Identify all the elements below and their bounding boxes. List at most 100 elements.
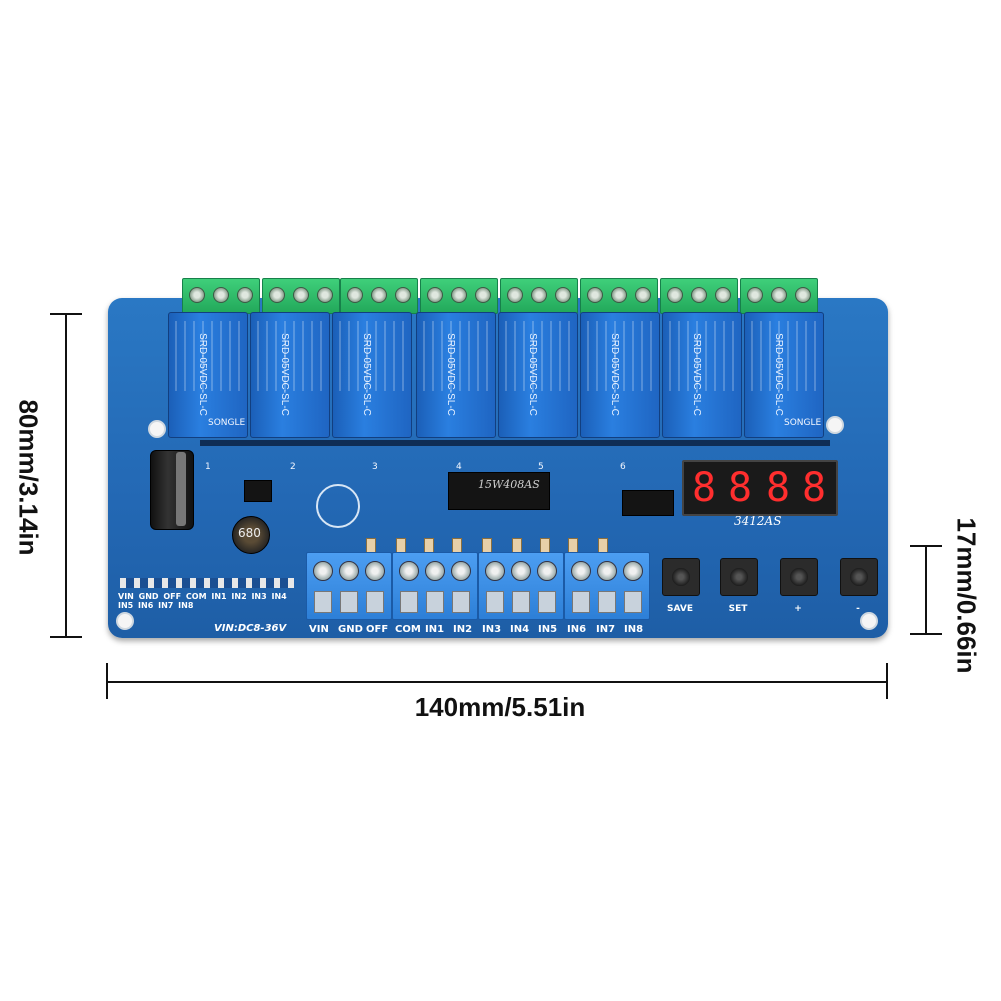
input-terminal-block-com [392,552,478,620]
depth-dimension-bottom-tick [910,633,942,635]
depth-dimension-line [925,545,927,635]
height-dimension-line [65,313,67,638]
width-dimension-right-tick [886,663,888,699]
output-terminal-8 [740,278,818,314]
relay-brand-8: SONGLE [784,418,822,428]
pin-label-in8: IN8 [624,624,644,635]
transistor-row [200,440,830,446]
mcu-label: 15W408AS [478,478,540,491]
plus-button-label: + [794,604,802,614]
output-terminal-2 [262,278,340,314]
header-pin-in7: IN7 [158,601,174,610]
relay-6: SRD-05VDC-SL-C [580,312,660,438]
header-pin-in5: IN5 [118,601,134,610]
relay-2: SRD-05VDC-SL-C [250,312,330,438]
display-digit-1: 8 [691,465,717,511]
input-voltage-label: VIN:DC8-36V [214,623,287,634]
header-pin-in1: IN1 [211,592,227,601]
pin-label-in6: IN6 [567,624,587,635]
header-pin-com: COM [185,592,207,601]
relay-3-label: SRD-05VDC-SL-C [360,333,372,416]
output-terminal-7 [660,278,738,314]
pin-label-gnd: GND [338,624,363,635]
relay-7-label: SRD-05VDC-SL-C [690,333,702,416]
relay-number-1: 1 [205,462,211,472]
output-terminal-5 [500,278,578,314]
relay-number-6: 6 [620,462,626,472]
inductor-label: 680 [238,526,261,540]
pin-label-in4: IN4 [510,624,530,635]
pin-label-in3: IN3 [482,624,502,635]
relay-brand-1: SONGLE [208,418,246,428]
electrolytic-capacitor [150,450,194,530]
capacitor-stripe [176,452,186,526]
relay-1: SRD-05VDC-SL-C [168,312,248,438]
output-terminal-4 [420,278,498,314]
input-terminal-block-in6-8 [564,552,650,620]
save-button-label: SAVE [667,604,693,614]
mcu-chip [448,472,550,510]
output-terminal-1 [182,278,260,314]
height-dimension-bottom-tick [50,636,82,638]
relay-number-3: 3 [372,462,378,472]
relay-number-5: 5 [538,462,544,472]
display-model-label: 3412AS [734,514,782,528]
header-pin-off: OFF [163,592,182,601]
relay-3: SRD-05VDC-SL-C [332,312,412,438]
header-pin-in3: IN3 [251,592,267,601]
pin-label-off: OFF [366,624,389,635]
relay-1-label: SRD-05VDC-SL-C [196,333,208,416]
relay-5-label: SRD-05VDC-SL-C [526,333,538,416]
input-terminal-block-power [306,552,392,620]
header-pin-in6: IN6 [138,601,154,610]
pin-label-com: COM [395,624,421,635]
mounting-hole-bottom-left [116,612,134,630]
relay-4: SRD-05VDC-SL-C [416,312,496,438]
relay-8-label: SRD-05VDC-SL-C [772,333,784,416]
header-pin-gnd: GND [138,592,159,601]
depth-dimension-label: 17mm/0.66in [951,517,982,674]
header-pin-in2: IN2 [231,592,247,601]
display-digit-4: 8 [801,465,827,511]
seven-segment-display: 8 8 8 8 [682,460,838,516]
pin-label-in5: IN5 [538,624,558,635]
minus-button[interactable] [840,558,878,596]
output-terminal-3 [340,278,418,314]
mounting-hole-top-right [826,416,844,434]
inductor [232,516,270,554]
pin-header-labels: VIN GND OFF COM IN1 IN2 IN3 IN4 IN5 IN6 … [118,592,298,610]
pin-label-vin: VIN [309,624,329,635]
relay-4-label: SRD-05VDC-SL-C [444,333,456,416]
header-pin-vin: VIN [118,592,134,601]
relay-5: SRD-05VDC-SL-C [498,312,578,438]
set-button[interactable] [720,558,758,596]
output-terminal-6 [580,278,658,314]
driver-chip [622,490,674,516]
mounting-hole-top-left [148,420,166,438]
save-button[interactable] [662,558,700,596]
display-digit-2: 8 [727,465,753,511]
width-dimension-line [106,681,888,683]
pin-label-in2: IN2 [453,624,473,635]
relay-7: SRD-05VDC-SL-C [662,312,742,438]
relay-number-4: 4 [456,462,462,472]
plus-button[interactable] [780,558,818,596]
pin-label-in1: IN1 [425,624,445,635]
relay-number-2: 2 [290,462,296,472]
header-pin-in8: IN8 [178,601,194,610]
display-digit-3: 8 [765,465,791,511]
header-pin-in4: IN4 [271,592,287,601]
relay-6-label: SRD-05VDC-SL-C [608,333,620,416]
pin-label-in7: IN7 [596,624,616,635]
width-dimension-label: 140mm/5.51in [414,692,586,722]
set-button-label: SET [728,604,748,614]
input-terminal-block-in3-5 [478,552,564,620]
minus-button-label: - [856,604,860,614]
mounting-hole-bottom-right [860,612,878,630]
regulator-chip [244,480,272,502]
width-dimension-left-tick [106,663,108,699]
height-dimension-label: 80mm/3.14in [13,399,44,556]
buzzer [316,484,360,528]
relay-8: SRD-05VDC-SL-C [744,312,824,438]
relay-2-label: SRD-05VDC-SL-C [278,333,290,416]
